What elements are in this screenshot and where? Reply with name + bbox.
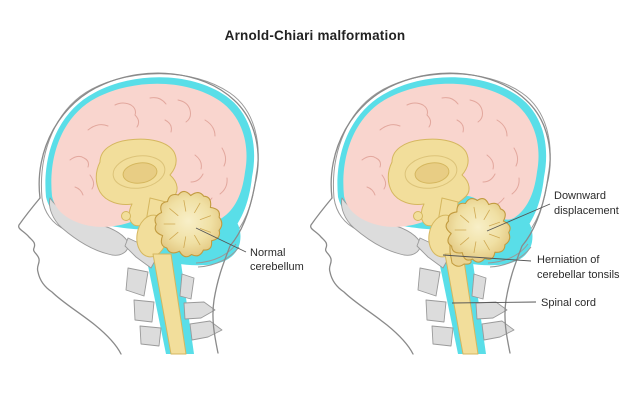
cerebellum-displaced — [445, 197, 511, 263]
pointer-normal-cerebellum — [195, 227, 247, 253]
label-spinal-cord: Spinal cord — [541, 297, 596, 309]
label-downward-displacement-line2: displacement — [554, 205, 619, 217]
pointer-spinal-cord — [451, 301, 537, 304]
diagram-title: Arnold-Chiari malformation — [224, 28, 406, 43]
pointer-downward-displacement — [486, 203, 551, 232]
pointer-herniation — [442, 254, 532, 262]
label-herniation-line1: Herniation of — [537, 254, 600, 266]
label-herniation-line2: cerebellar tonsils — [537, 269, 620, 281]
head-chiari — [309, 72, 551, 355]
cerebellum-normal — [154, 190, 223, 258]
head-normal — [17, 72, 259, 355]
label-normal-cerebellum-line2: cerebellum — [250, 261, 304, 273]
label-downward-displacement-line1: Downward — [554, 190, 606, 202]
label-normal-cerebellum-line1: Normal — [250, 247, 285, 259]
